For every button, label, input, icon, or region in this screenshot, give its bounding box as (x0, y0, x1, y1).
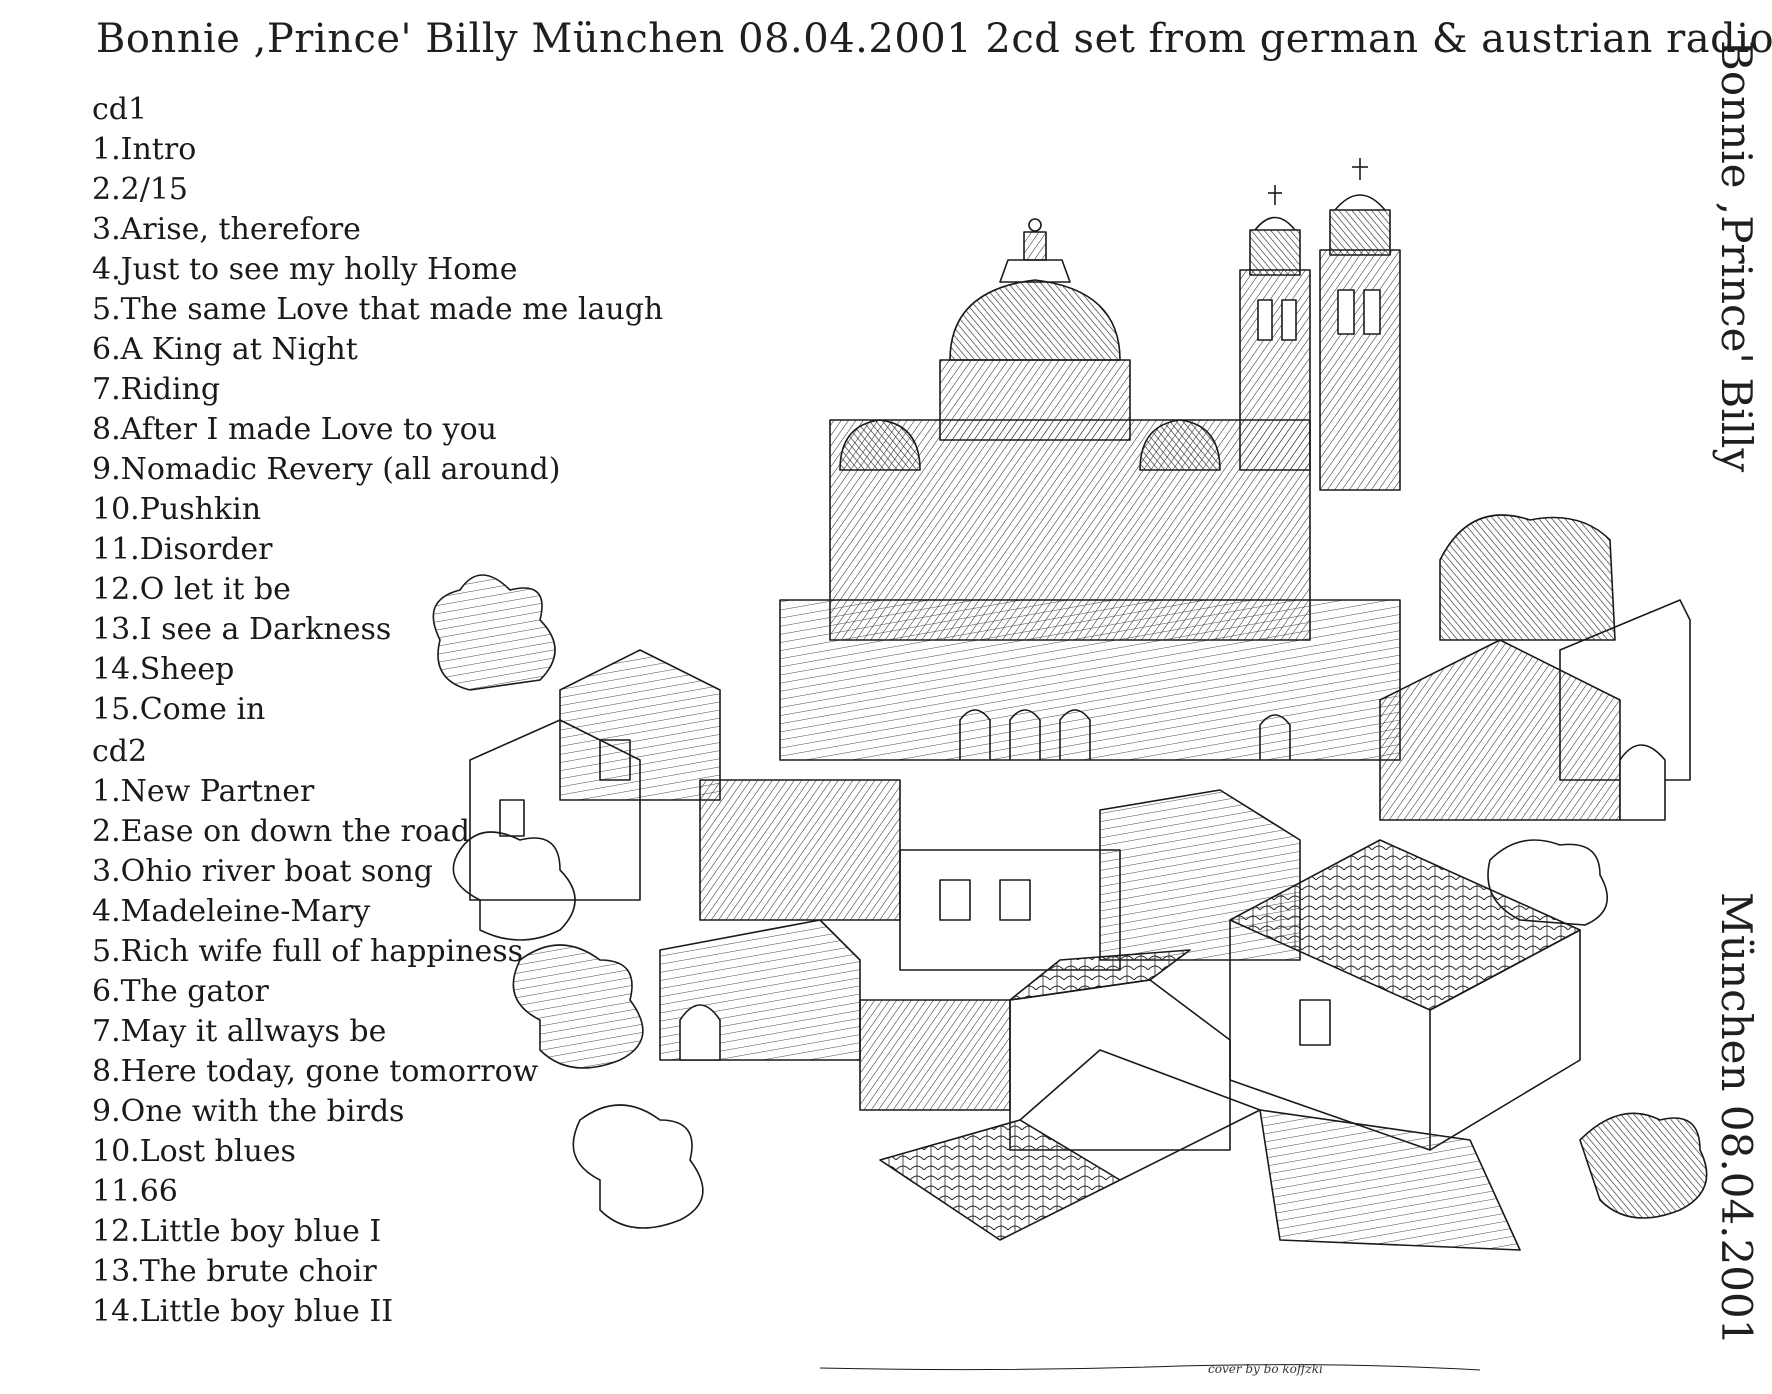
cd2-track: 3.Ohio river boat song (92, 854, 433, 889)
cd2-track: 7.May it allways be (92, 1014, 387, 1049)
cd1-track: 7.Riding (92, 372, 221, 407)
cd1-label: cd1 (92, 92, 148, 127)
cd1-track: 3.Arise, therefore (92, 212, 361, 247)
cd2-track: 12.Little boy blue I (92, 1214, 382, 1249)
cd2-track: 10.Lost blues (92, 1134, 296, 1169)
cd2-track: 1.New Partner (92, 774, 315, 809)
cd2-track: 14.Little boy blue II (92, 1294, 394, 1329)
cd1-track: 10.Pushkin (92, 492, 262, 527)
cd1-track: 9.Nomadic Revery (all around) (92, 452, 561, 487)
cd2-label: cd2 (92, 734, 148, 769)
cd1-track: 13.I see a Darkness (92, 612, 392, 647)
cd2-tracks: 1.New Partner 2.Ease on down the road 3.… (92, 772, 692, 1332)
cd1-track: 15.Come in (92, 692, 266, 727)
cd2-track: 8.Here today, gone tomorrow (92, 1054, 539, 1089)
cd2-track: 6.The gator (92, 974, 269, 1009)
cd1-track: 8.After I made Love to you (92, 412, 497, 447)
cd1-track: 11.Disorder (92, 532, 273, 567)
cd1-track: 6.A King at Night (92, 332, 358, 367)
cd2-track: 2.Ease on down the road (92, 814, 470, 849)
page-title: Bonnie ,Prince' Billy München 08.04.2001… (96, 16, 1772, 62)
spine-venue-date: München 08.04.2001 (1712, 892, 1761, 1346)
cd1-track: 1.Intro (92, 132, 197, 167)
spine-artist: Bonnie ,Prince' Billy (1712, 40, 1761, 473)
cd1-track: 14.Sheep (92, 652, 235, 687)
cd1-track: 2.2/15 (92, 172, 188, 207)
cover-credit: cover by bo koffzki (1208, 1362, 1323, 1376)
cd1-track: 4.Just to see my holly Home (92, 252, 518, 287)
cd2-track: 11.66 (92, 1174, 178, 1209)
tracklist: cd1 1.Intro 2.2/15 3.Arise, therefore 4.… (92, 88, 692, 1332)
cd1-track: 5.The same Love that made me laugh (92, 292, 664, 327)
cd1-tracks: 1.Intro 2.2/15 3.Arise, therefore 4.Just… (92, 130, 692, 730)
cd1-track: 12.O let it be (92, 572, 291, 607)
cd2-track: 9.One with the birds (92, 1094, 405, 1129)
cd2-track: 5.Rich wife full of happiness (92, 934, 524, 969)
cd2-track: 13.The brute choir (92, 1254, 377, 1289)
cd2-track: 4.Madeleine-Mary (92, 894, 371, 929)
